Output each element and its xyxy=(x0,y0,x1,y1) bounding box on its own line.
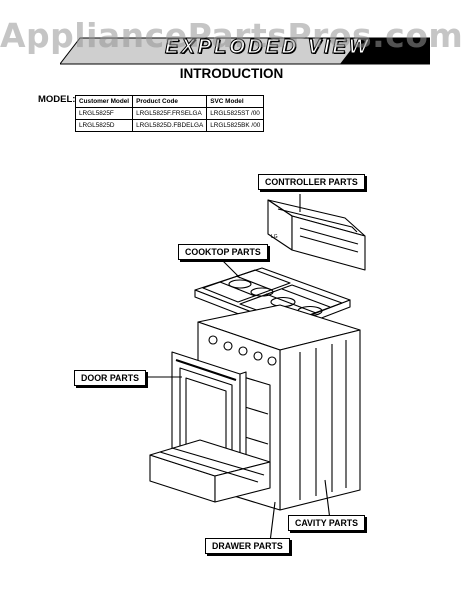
storage-drawer xyxy=(149,439,271,503)
model-label: MODEL: xyxy=(38,94,76,105)
callout-controller-parts: CONTROLLER PARTS xyxy=(258,174,365,190)
header-banner xyxy=(60,37,430,65)
table-cell: LRGL5825BK /00 xyxy=(206,119,265,132)
table-row: LRGL5825D LRGL5825D.FBDELGA LRGL5825BK /… xyxy=(74,119,265,132)
callout-drawer-parts: DRAWER PARTS xyxy=(205,538,290,554)
callout-cooktop-parts: COOKTOP PARTS xyxy=(178,244,268,260)
callout-door-parts: DOOR PARTS xyxy=(74,370,146,386)
model-table: Customer Model Product Code SVC Model LR… xyxy=(74,95,265,132)
controller-panel xyxy=(267,199,366,271)
section-heading: INTRODUCTION xyxy=(179,66,284,81)
table-cell: LRGL5825D.FBDELGA xyxy=(132,119,208,132)
page-title: EXPLODED VIEW xyxy=(165,36,371,59)
callout-cavity-parts: CAVITY PARTS xyxy=(288,515,366,531)
table-header-row: Customer Model Product Code SVC Model xyxy=(74,95,265,108)
table-cell: LRGL5825D xyxy=(74,119,134,132)
watermark: AppliancePartsPros.com xyxy=(0,16,463,55)
brand-mark: LG xyxy=(271,234,278,240)
